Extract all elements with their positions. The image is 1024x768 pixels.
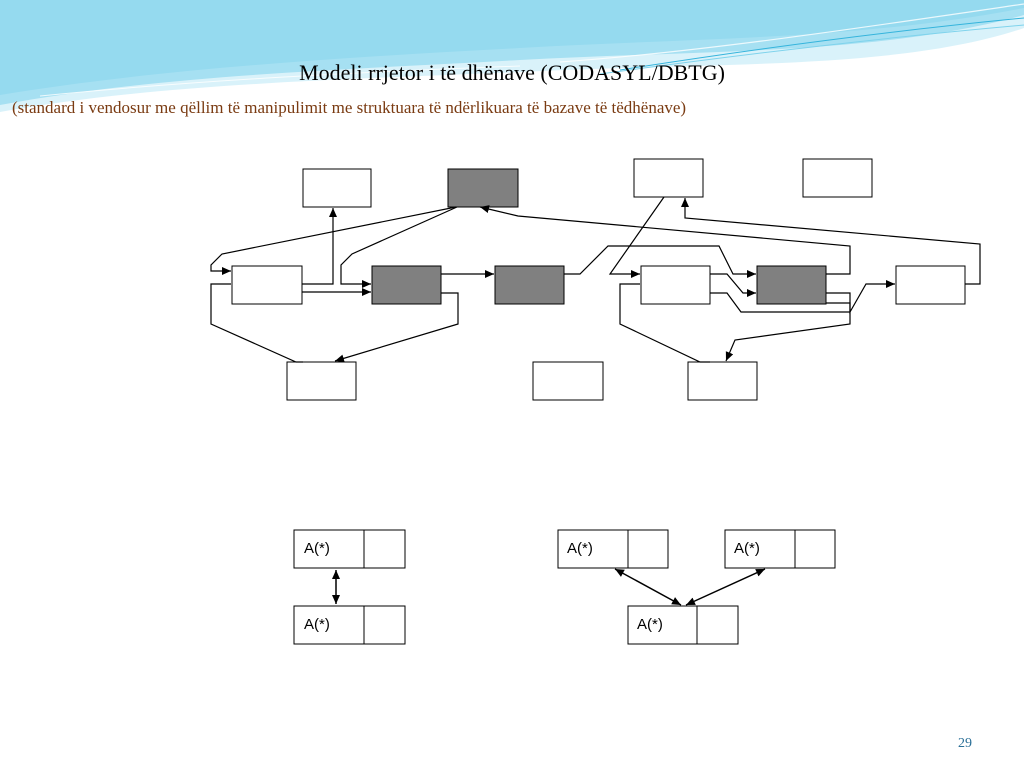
record-box-top-shaded xyxy=(447,168,519,208)
example-many-to-one: A(*) A(*) A(*) xyxy=(557,529,836,645)
pointer-connectors xyxy=(210,196,981,363)
record-box-top-right-b xyxy=(802,158,873,198)
record-a-right-right xyxy=(724,529,836,569)
record-a-right-left xyxy=(557,529,669,569)
record-box-lower-3 xyxy=(687,361,758,401)
connector-m3-to-m5 xyxy=(564,245,756,278)
record-a-right-left-label: A(*) xyxy=(567,540,593,557)
record-a-bottom-left-label: A(*) xyxy=(304,616,330,633)
record-box-middle-1 xyxy=(231,265,303,305)
connector-m2-to-lower1 xyxy=(334,292,459,363)
record-box-top-left xyxy=(302,168,372,208)
record-a-right-right-label: A(*) xyxy=(734,540,760,557)
record-box-middle-6 xyxy=(895,265,966,305)
page-number: 29 xyxy=(958,736,972,751)
connector-m4-to-m5 xyxy=(710,273,756,297)
double-arrow-left-diagonal xyxy=(614,568,682,606)
connector-topright-to-m4 xyxy=(608,196,665,278)
slide-title: Modeli rrjetor i të dhënave (CODASYL/DBT… xyxy=(299,60,725,85)
example-one-to-one: A(*) A(*) xyxy=(293,529,406,645)
record-a-top-left xyxy=(293,529,406,569)
connector-m6-to-topright xyxy=(681,198,981,285)
slide-subtitle: (standard i vendosur me qëllim të manipu… xyxy=(12,98,687,117)
record-a-right-bottom-label: A(*) xyxy=(637,616,663,633)
record-box-middle-4 xyxy=(640,265,711,305)
connector-m5-to-lower3 xyxy=(725,292,851,362)
connector-m5-to-m6 xyxy=(826,280,895,315)
connector-m4-to-lower3 xyxy=(619,283,710,363)
record-a-top-left-label: A(*) xyxy=(304,540,330,557)
record-box-middle-2-shaded xyxy=(371,265,442,305)
connector-m5-to-top-shaded xyxy=(479,205,851,275)
record-box-top-right-a xyxy=(633,158,704,198)
record-box-middle-5-shaded xyxy=(756,265,827,305)
connector-m4-to-m5-lower xyxy=(710,292,850,313)
connector-top-shaded-to-m2 xyxy=(340,206,458,288)
connector-top-shaded-to-m1 xyxy=(210,206,457,275)
record-a-bottom-left xyxy=(293,605,406,645)
connector-m1-to-lower1 xyxy=(210,283,303,363)
record-box-middle-3-shaded xyxy=(494,265,565,305)
record-a-right-bottom xyxy=(627,605,739,645)
double-arrow-right-diagonal xyxy=(685,568,766,606)
connector-m1-to-top-left xyxy=(302,208,337,285)
record-box-lower-1 xyxy=(286,361,357,401)
record-box-lower-2 xyxy=(532,361,604,401)
